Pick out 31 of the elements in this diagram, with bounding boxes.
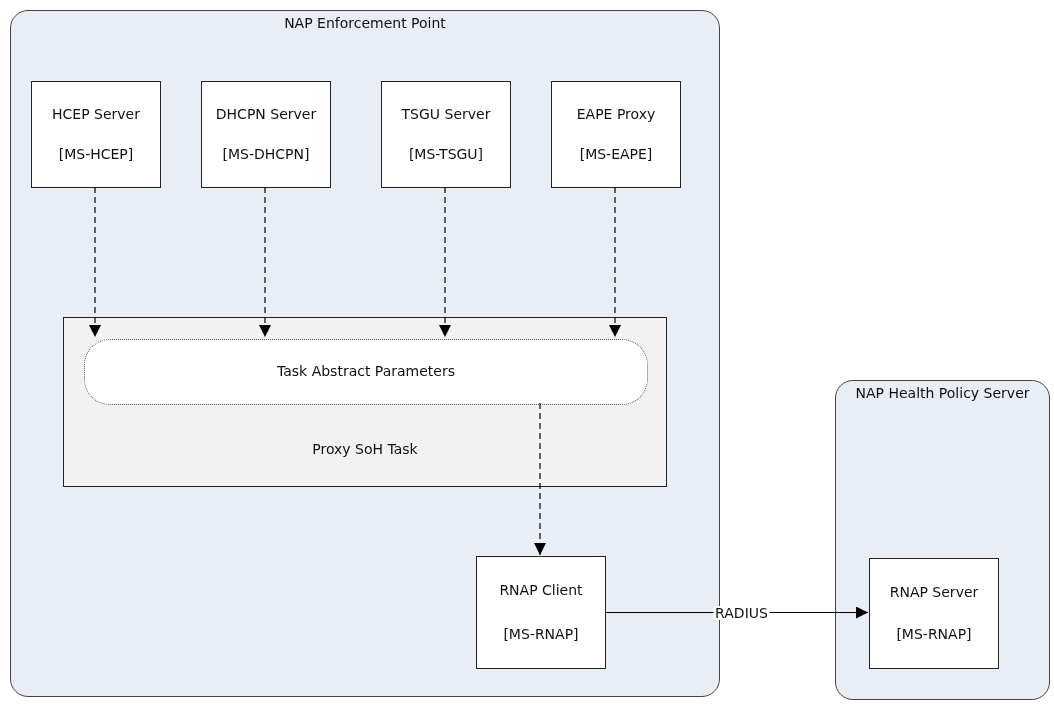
node-label: EAPE Proxy	[576, 105, 656, 123]
task-panel	[63, 317, 667, 487]
node-label: Task Abstract Parameters	[277, 363, 455, 381]
node-label: [MS-HCEP]	[58, 146, 134, 164]
node-label: NAP Health Policy Server	[854, 385, 1031, 403]
node-label: [MS-EAPE]	[579, 146, 653, 164]
node-label: [MS-TSGU]	[408, 146, 484, 164]
node-label: NAP Enforcement Point	[283, 15, 447, 33]
node-label: [MS-DHCPN]	[222, 146, 310, 164]
process-box	[551, 81, 681, 188]
arrow	[534, 402, 546, 556]
node-label: RNAP Server	[889, 583, 979, 601]
arrow	[439, 186, 451, 338]
process-box	[381, 81, 511, 188]
arrow	[89, 186, 101, 338]
node-label: [MS-RNAP]	[896, 626, 972, 644]
parameter-area	[84, 339, 648, 405]
arrow	[259, 186, 271, 338]
arrow	[609, 186, 621, 338]
process-box	[869, 558, 999, 669]
edge-label: RADIUS	[713, 605, 770, 620]
node-label: TSGU Server	[401, 105, 491, 123]
process-box	[201, 81, 331, 188]
node-label: Proxy SoH Task	[311, 440, 419, 458]
node-label: HCEP Server	[52, 105, 140, 123]
process-box	[31, 81, 161, 188]
node-label: [MS-RNAP]	[503, 625, 579, 643]
container-panel	[835, 380, 1050, 700]
node-label: DHCPN Server	[215, 105, 317, 123]
process-box	[476, 556, 606, 669]
node-label: RNAP Client	[499, 582, 583, 600]
